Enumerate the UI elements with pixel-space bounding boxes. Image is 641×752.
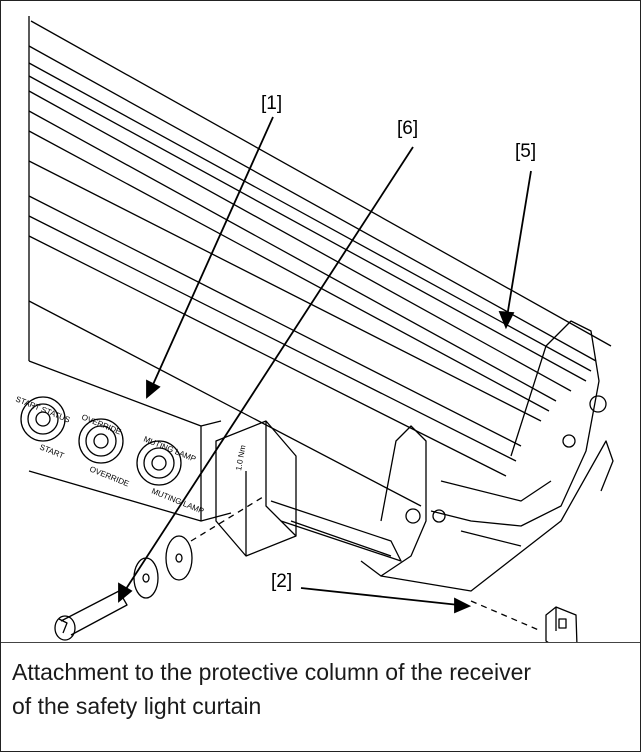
connector-start (20, 396, 66, 442)
leader-6 (123, 146, 414, 593)
technical-illustration: START STATUS START OVERRIDE OVERRIDE MUT… (1, 1, 640, 643)
washers (133, 535, 193, 599)
screw (54, 590, 128, 641)
connector-muting-lamp (136, 440, 182, 486)
column-edge (30, 20, 612, 347)
label-torque: 1.0 Nm (234, 444, 247, 471)
end-clip (545, 606, 578, 642)
connector-override (78, 418, 124, 464)
label-muting-lamp: MUTING LAMP (142, 435, 197, 464)
leader-5 (506, 170, 532, 318)
caption-line-2: of the safety light curtain (12, 693, 262, 719)
caption-line-1: Attachment to the protective column of t… (12, 659, 532, 685)
callout-2: [2] (271, 571, 293, 592)
bracket (215, 420, 297, 557)
label-muting-lamp-2: MUTING LAMP (150, 487, 205, 516)
leader-2 (300, 587, 460, 606)
assembly-drawing: START STATUS START OVERRIDE OVERRIDE MUT… (14, 16, 614, 642)
column-edge (28, 45, 597, 362)
callout-1: [1] (261, 93, 283, 114)
label-start: START (38, 443, 65, 461)
callout-6: [6] (397, 118, 419, 139)
end-cap (430, 320, 600, 527)
callout-5: [5] (515, 141, 537, 162)
label-override-2: OVERRIDE (88, 465, 130, 489)
figure-caption: Attachment to the protective column of t… (12, 655, 622, 723)
mid-cap (360, 425, 427, 577)
leader-1 (150, 116, 274, 390)
